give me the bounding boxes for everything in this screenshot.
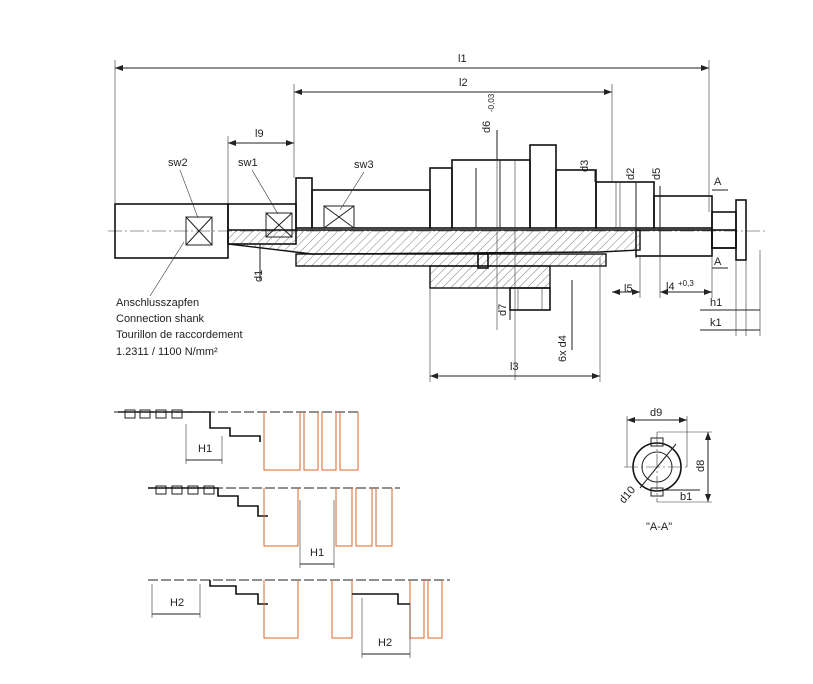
label-d6-tol: -0,03 [487,93,496,112]
label-l9: l9 [255,128,264,140]
label-sw3: sw3 [354,159,374,171]
shank-note: Anschlusszapfen Connection shank Tourill… [116,297,243,358]
label-l3: l3 [510,361,519,373]
shank-note-line3: Tourillon de raccordement [116,329,243,341]
pin-section [635,229,713,257]
sleeve-section [295,253,607,267]
label-d4: 6x d4 [557,335,569,362]
label-sw2: sw2 [168,157,188,169]
view2-orange-d [375,488,393,547]
label-d10: d10 [617,484,638,506]
label-d3: d3 [579,160,591,172]
stroke-view-1: H1 [114,409,360,471]
label-sw1: sw1 [238,157,258,169]
screw-boss [509,287,551,311]
shank-note-line4: 1.2311 / 1100 N/mm² [116,346,218,358]
stroke-view-3: H2 H2 [148,579,450,658]
main-assembly [108,140,765,380]
dimension-lines: l1 l2 l9 l3 l5 l4 +0,3 h1 k1 [114,53,761,382]
label-b1: b1 [680,491,692,503]
stroke-view-2: H1 [148,485,400,568]
label-view3-h2-left: H2 [170,597,184,609]
ring-collar [529,144,557,229]
shank-note-line1: Anschlusszapfen [116,297,199,309]
shank-leader [149,241,185,297]
view2-orange-b [335,488,353,547]
view3-orange-a [263,580,299,639]
threaded-end [595,181,655,229]
view3-orange-c [409,580,425,639]
label-l2: l2 [459,77,468,89]
lower-ring-section [429,265,551,289]
label-view2-h1: H1 [310,547,324,559]
label-d6: d6 [481,121,493,133]
view2-orange-a [263,488,299,547]
section-label: "A-A" [646,521,672,533]
view1-profile [118,411,261,442]
view1-orange-d [339,412,359,471]
section-hatch [227,229,641,255]
label-d9: d9 [650,407,662,419]
label-view3-h2-right: H2 [378,637,392,649]
label-d7: d7 [497,304,509,316]
view1-orange-a [263,412,301,471]
view2-orange-c [355,488,373,547]
view3-orange-b [331,580,353,639]
view1-orange-b [303,412,319,471]
label-d5: d5 [651,168,663,180]
sw3-hex [323,205,355,229]
nut-body [451,159,531,229]
section-mark-bottom: A [714,256,722,268]
dim-d10 [639,443,677,489]
label-d1: d1 [253,270,265,282]
flange-left [295,177,313,229]
label-view1-h1: H1 [198,443,212,455]
ring-right [555,169,597,229]
label-l5: l5 [624,283,633,295]
section-mark-top: A [714,176,722,188]
label-l1: l1 [458,53,467,65]
sw2-hex [185,216,213,246]
view2-profile [148,487,268,517]
shank-note-line2: Connection shank [116,313,205,325]
tip-disc [735,199,747,261]
label-h1: h1 [710,297,722,309]
view1-orange-c [321,412,337,471]
nut-left [429,167,453,229]
view3-profile [209,580,268,605]
pin-end [653,195,713,229]
label-d8: d8 [695,460,707,472]
label-k1: k1 [710,317,722,329]
section-a-a: d9 d8 d10 b1 "A-A" [617,407,712,533]
view3-orange-d [427,580,443,639]
label-l4: l4 [666,281,675,293]
body-upper [311,189,431,229]
label-l4-tol: +0,3 [678,279,694,288]
label-d2: d2 [625,168,637,180]
tip-section [711,229,737,249]
key [477,253,489,269]
